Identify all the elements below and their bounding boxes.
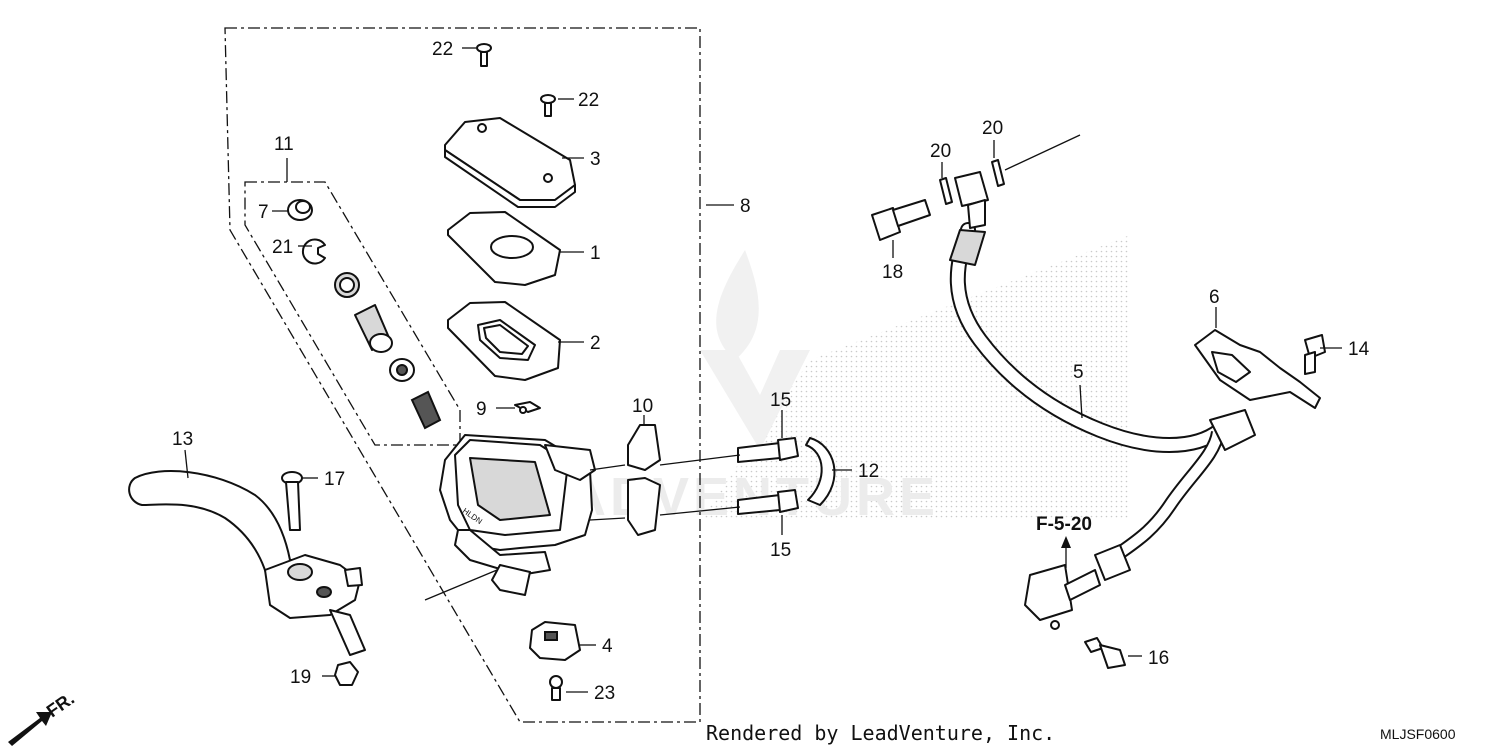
banjo-fitting-upper — [954, 171, 989, 229]
callout-4: 4 — [602, 636, 613, 657]
callout-11: 11 — [274, 134, 294, 155]
bolt-15-upper — [737, 437, 799, 463]
banjo-fitting-lower — [1024, 564, 1101, 630]
diagram-code: MLJSF0600 — [1380, 726, 1456, 742]
brake-hose-5 — [949, 222, 1256, 581]
callout-2: 2 — [590, 333, 601, 354]
piston-kit-11-parts — [287, 199, 442, 430]
callout-20-right: 20 — [982, 118, 1003, 139]
brake-lever-13 — [128, 470, 366, 656]
nut-19 — [334, 661, 359, 686]
brake-switch-4 — [529, 621, 581, 661]
callout-12: 12 — [858, 461, 879, 482]
callout-1: 1 — [590, 243, 601, 264]
render-credit: Rendered by LeadVenture, Inc. — [706, 721, 1055, 745]
bolt-16 — [1084, 637, 1126, 669]
callout-18: 18 — [882, 262, 903, 283]
banjo-bolt-18 — [871, 199, 931, 241]
holder-10 — [627, 424, 661, 536]
callout-15-upper: 15 — [770, 390, 791, 411]
washer-20-right — [991, 159, 1005, 187]
callout-5: 5 — [1073, 362, 1084, 383]
callout-9: 9 — [476, 399, 487, 420]
screw-23 — [549, 675, 563, 701]
callout-16: 16 — [1148, 648, 1169, 669]
bolt-15-lower — [737, 489, 799, 515]
callout-22-top: 22 — [432, 39, 453, 60]
front-direction-arrow: FR. — [8, 688, 78, 746]
screw-22-top — [476, 43, 492, 67]
callout-22-lower: 22 — [578, 90, 599, 111]
washer-20-left — [939, 177, 953, 205]
callout-23: 23 — [594, 683, 615, 704]
clip-9 — [514, 401, 541, 414]
bolt-14 — [1304, 334, 1326, 375]
diaphragm-plate-1 — [447, 211, 561, 286]
callout-3: 3 — [590, 149, 601, 170]
callout-14: 14 — [1348, 339, 1370, 360]
callout-7: 7 — [258, 202, 269, 223]
callout-10: 10 — [632, 396, 653, 417]
callout-20-left: 20 — [930, 141, 951, 162]
callout-8: 8 — [740, 196, 751, 217]
screw-22-lower — [540, 94, 556, 117]
bracket-12 — [805, 437, 836, 506]
diaphragm-2 — [447, 301, 561, 381]
section-reference[interactable]: F-5-20 — [1036, 514, 1092, 535]
callout-15-lower: 15 — [770, 540, 791, 561]
callout-17: 17 — [324, 469, 345, 490]
callout-21: 21 — [272, 237, 293, 258]
hose-clamp-6 — [1194, 329, 1321, 409]
reservoir-cap-3 — [444, 117, 576, 208]
callout-13: 13 — [172, 429, 193, 450]
master-cylinder-body: HLDN — [439, 434, 596, 596]
callout-6: 6 — [1209, 287, 1220, 308]
assembly-8-outline — [224, 27, 701, 723]
callout-19: 19 — [290, 667, 311, 688]
pivot-bolt-17 — [281, 471, 303, 531]
